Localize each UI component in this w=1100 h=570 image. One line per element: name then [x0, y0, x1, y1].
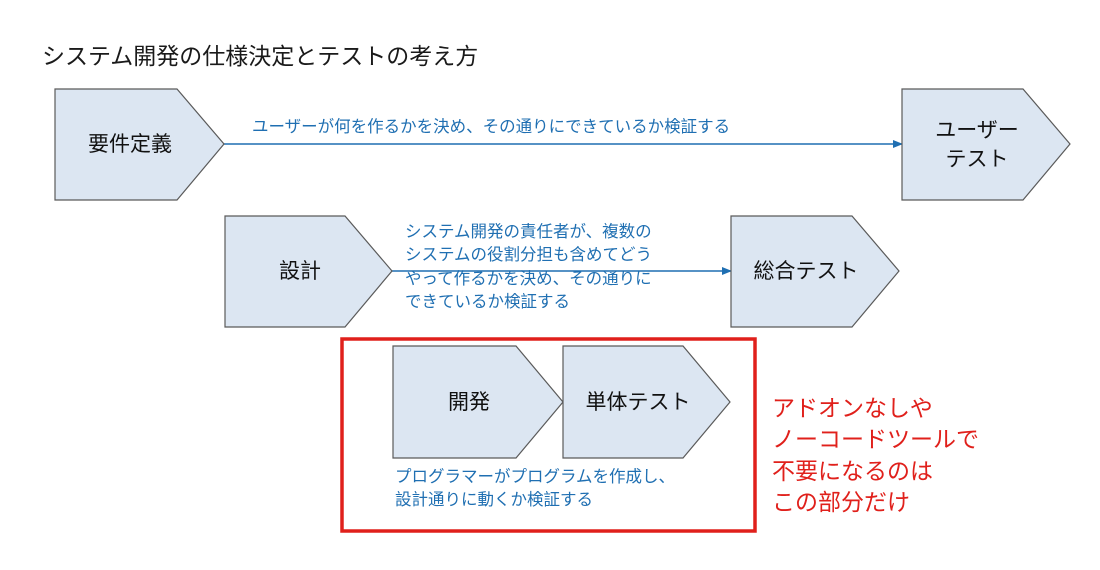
integration-test-chevron	[730, 215, 900, 328]
callout-line: この部分だけ	[772, 489, 910, 516]
unit-test-chevron	[562, 345, 731, 459]
design-flow-note-line: やって作るかを決め、その通りに	[405, 268, 652, 288]
unit-test-label: 単体テスト	[585, 389, 691, 414]
design-flow-note-line: できているか検証する	[405, 292, 570, 312]
dev-flow-note-line: プログラマーがプログラムを作成し、	[395, 467, 676, 486]
development-chevron	[392, 345, 564, 459]
dev-flow-note: プログラマーがプログラムを作成し、 設計通りに動くか検証する	[395, 465, 675, 512]
user-test-label: ユーザー テスト	[902, 89, 1052, 200]
design-flow-note-line: システム開発の責任者が、複数の	[405, 222, 652, 241]
user-test-label-line: ユーザー	[935, 118, 1019, 143]
user-test-chevron	[901, 88, 1071, 201]
design-flow-note: システム開発の責任者が、複数の システムの役割分担も含めてどう やって作るかを決…	[405, 220, 652, 314]
integration-test-label: 総合テスト	[753, 259, 859, 284]
design-label: 設計	[279, 259, 321, 284]
callout-line: 不要になるのは	[772, 458, 933, 485]
highlight-box	[340, 337, 757, 533]
callout-line: アドオンなしや	[772, 396, 933, 422]
design-flow-note-line: システムの役割分担も含めてどう	[405, 245, 653, 265]
callout-text: アドオンなしや ノーコードツールで 不要になるのは この部分だけ	[772, 394, 979, 519]
user-test-label-line: テスト	[945, 146, 1009, 171]
diagram-title: システム開発の仕様決定とテストの考え方	[42, 44, 479, 70]
callout-line: ノーコードツールで	[772, 427, 979, 454]
requirements-label: 要件定義	[88, 132, 172, 157]
requirements-chevron	[54, 88, 225, 201]
design-chevron	[224, 215, 393, 328]
dev-flow-note-line: 設計通りに動くか検証する	[395, 490, 593, 510]
user-flow-note: ユーザーが何を作るかを決め、その通りにできているか検証する	[252, 117, 731, 136]
development-label: 開発	[448, 389, 490, 414]
